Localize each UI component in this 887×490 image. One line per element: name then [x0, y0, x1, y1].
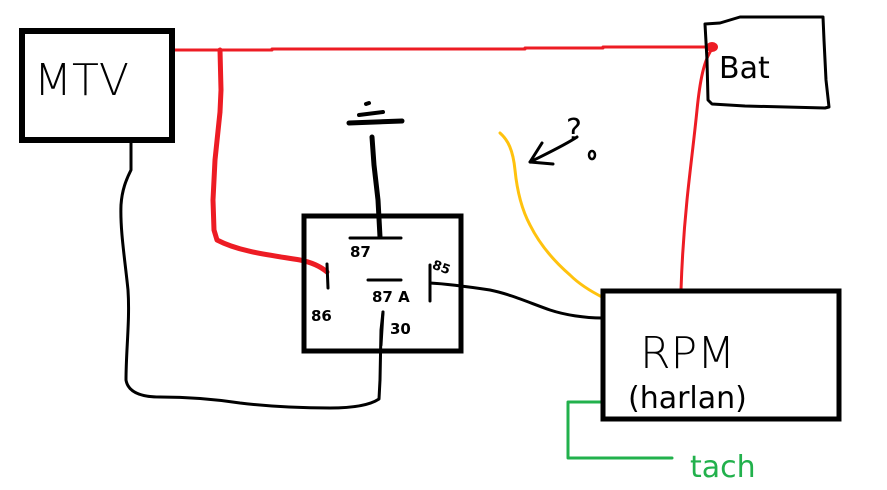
question-dot: [587, 149, 597, 161]
relay-contact-86: [325, 262, 330, 290]
relay-pin-86-label: 86: [311, 307, 332, 325]
rpm-box: [600, 288, 842, 422]
ground-icon: [346, 101, 405, 126]
battery-box: [703, 15, 831, 110]
question-mark: ?: [566, 113, 582, 148]
relay-pin-85-label: 85: [430, 258, 452, 278]
relay-pin-87-label: 87: [350, 243, 371, 261]
rpm-label: RPM: [640, 328, 735, 379]
mtv-label: MTV: [34, 55, 129, 106]
wire-relay-85-to-rpm: [428, 281, 604, 320]
wire-mtv-to-battery: [170, 45, 714, 52]
mtv-module: MTV: [19, 28, 175, 143]
battery-label: Bat: [719, 51, 770, 86]
relay-contact-30: [379, 310, 385, 347]
wire-tap-to-relay-86: [210, 47, 330, 275]
mtv-box: [19, 28, 175, 143]
question-annotation: ?: [528, 113, 597, 166]
relay-box: [301, 213, 464, 354]
tach-label: tach: [690, 450, 756, 485]
battery-terminal-dot: [706, 42, 718, 52]
relay: 87 87 A 86 85 30: [301, 213, 464, 354]
wire-unknown-to-rpm: [498, 131, 606, 300]
relay-pin-87a-label: 87 A: [372, 288, 410, 306]
wire-battery-to-rpm: [679, 47, 714, 292]
battery: Bat: [703, 15, 831, 110]
wire-mtv-to-relay-30: [119, 138, 385, 410]
rpm-sublabel: (harlan): [628, 381, 747, 416]
arrow-icon: [528, 135, 579, 166]
rpm-module: RPM (harlan): [600, 288, 842, 422]
wire-ground-to-relay-87: [369, 134, 383, 240]
relay-pin-30-label: 30: [390, 320, 411, 338]
wire-rpm-tach-out: [566, 400, 674, 460]
